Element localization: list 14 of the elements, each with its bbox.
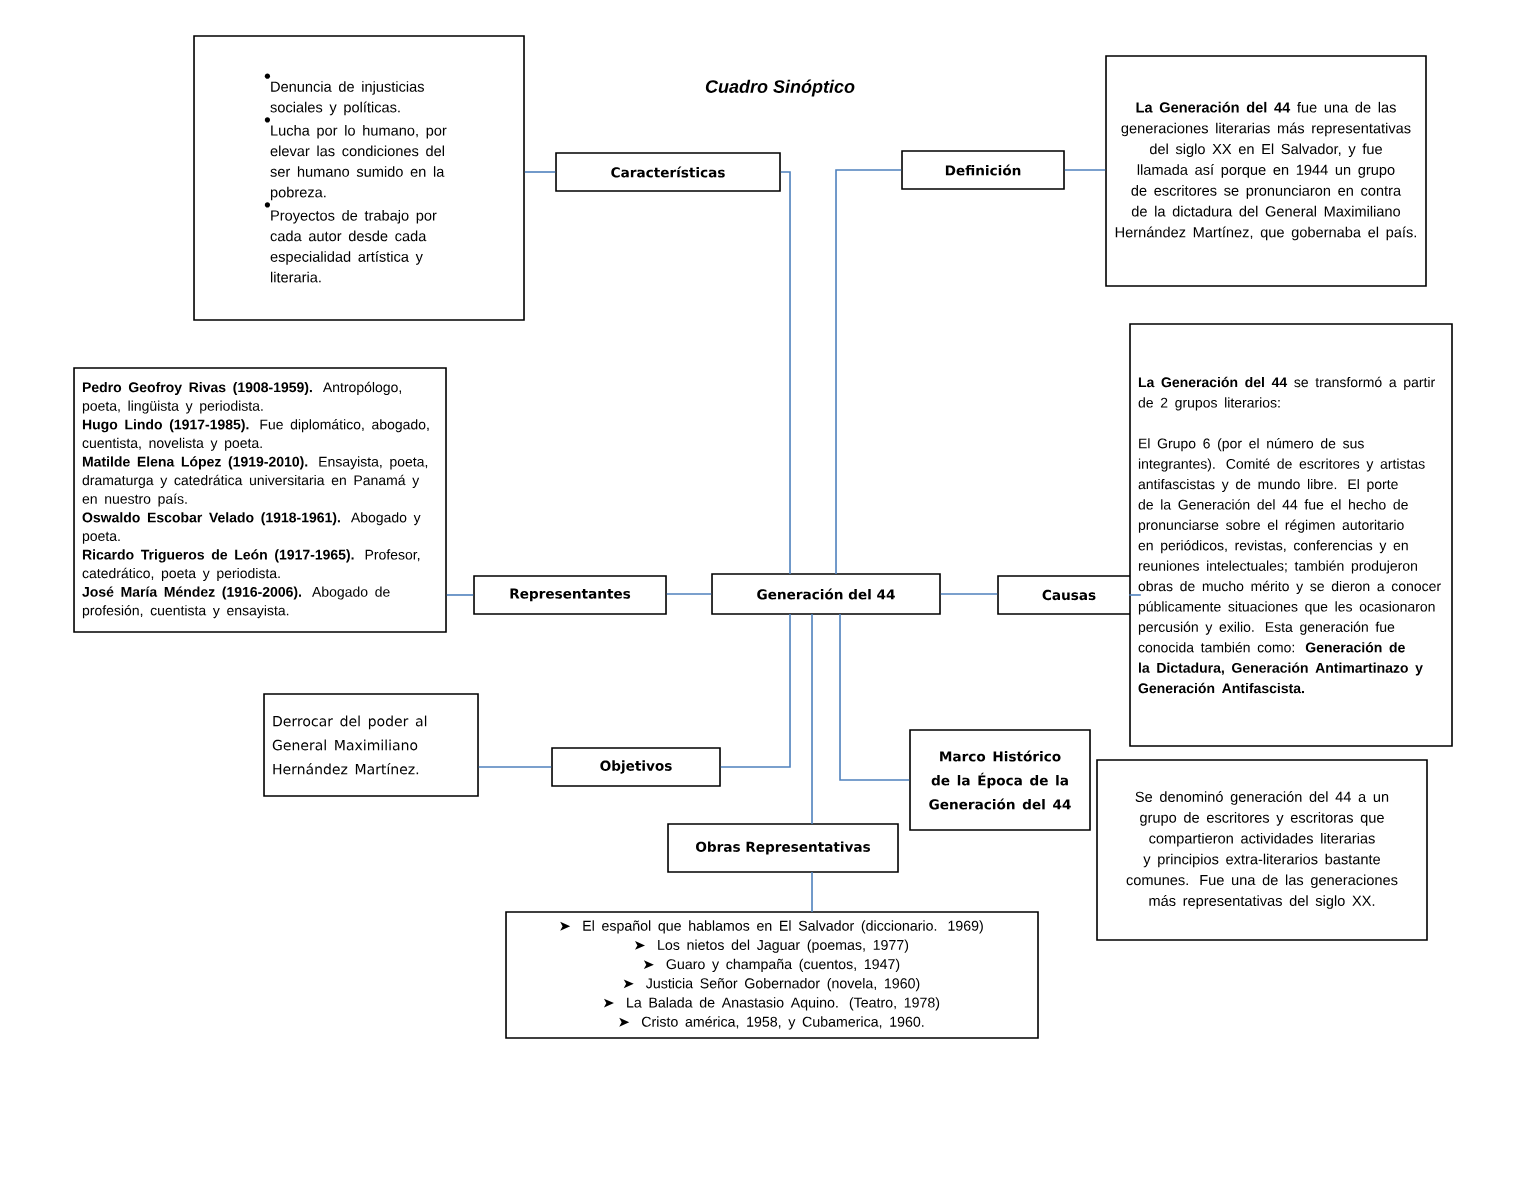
connector-line xyxy=(811,871,813,913)
connector-line xyxy=(780,171,791,575)
connector-line xyxy=(524,171,556,173)
connector-line xyxy=(1064,169,1106,171)
connector-line xyxy=(446,594,474,596)
connector-line xyxy=(1128,594,1142,596)
connector-line xyxy=(811,613,813,825)
connector-line xyxy=(720,613,791,768)
connector-line xyxy=(666,593,712,595)
title: Cuadro Sinóptico xyxy=(705,79,855,97)
connector-line xyxy=(940,593,998,595)
connector-line xyxy=(839,613,910,781)
connector-line xyxy=(478,766,552,768)
connector-line xyxy=(835,169,902,575)
